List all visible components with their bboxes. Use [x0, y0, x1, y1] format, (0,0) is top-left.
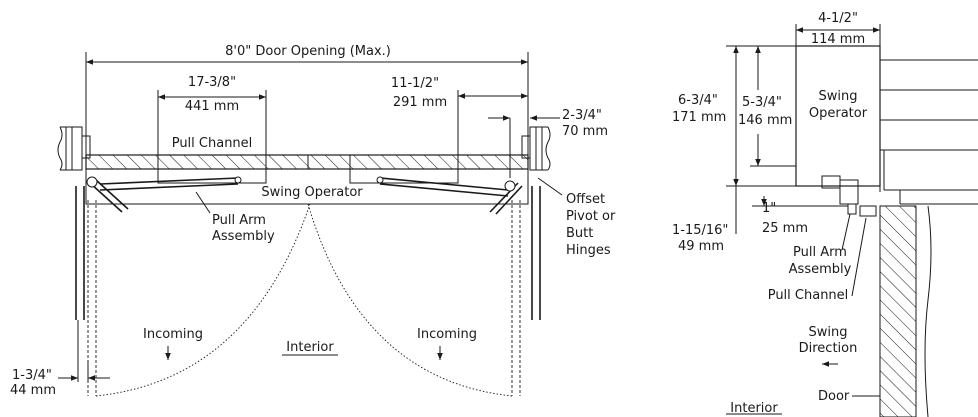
section-total-dim-in: 6-3/4": [678, 93, 718, 108]
door-dim-in: 1-3/4": [12, 368, 52, 383]
section-view: Swing Operator 4-1/2" 114 mm 6-3/4" 17: [672, 11, 978, 417]
section-gap-dim-mm: 25 mm: [762, 221, 808, 236]
door-dim-mm: 44 mm: [10, 383, 56, 398]
left-wall-jamb: [57, 126, 91, 171]
incoming-right-label: Incoming: [417, 327, 477, 342]
right-door-open: [307, 186, 541, 397]
section-total-dim-mm: 171 mm: [672, 110, 726, 125]
pull-arm-label-1: Pull Arm: [212, 213, 266, 228]
section-operator-label-1: Swing: [819, 89, 858, 104]
pivot-dim-in: 2-3/4": [562, 108, 602, 123]
pull-channel-dimension: 17-3/8" 441 mm: [157, 75, 267, 155]
section-width-dimension: 4-1/2" 114 mm: [795, 11, 881, 60]
section-operator-housing: [795, 45, 881, 187]
pivot-dim-mm: 70 mm: [562, 124, 608, 139]
hinge-label-1: Offset: [566, 192, 605, 207]
section-bottom-dim-mm: 49 mm: [678, 239, 724, 254]
swing-direction-label-2: Direction: [799, 341, 858, 356]
pull-channel-dim-in: 17-3/8": [188, 75, 236, 90]
swing-operator-label: Swing Operator: [261, 185, 363, 200]
interior-label: Interior: [286, 340, 334, 355]
section-gap-dimension: 1" 25 mm: [752, 185, 848, 236]
pull-channel: [157, 154, 267, 184]
incoming-left-label: Incoming: [143, 327, 203, 342]
section-total-height-dimension: 6-3/4" 171 mm: [672, 45, 796, 187]
section-width-dim-in: 4-1/2": [818, 11, 858, 26]
door-thickness-dimension: 1-3/4" 44 mm: [10, 320, 110, 398]
section-width-dim-mm: 114 mm: [811, 32, 865, 47]
section-body-dim-in: 5-3/4": [742, 95, 782, 110]
left-pull-arm: [86, 176, 242, 213]
section-body-height-dimension: 5-3/4" 146 mm: [738, 46, 796, 167]
door-opening-label: 8'0" Door Opening (Max.): [225, 44, 391, 59]
hinge-label-3: Butt: [566, 226, 593, 241]
arm-dim-in: 11-1/2": [391, 76, 439, 91]
section-door-label: Door: [818, 389, 850, 404]
section-pull-arm-label-2: Assembly: [789, 262, 852, 277]
pivot-dimension: 2-3/4" 70 mm: [488, 108, 608, 178]
plan-view: 8'0" Door Opening (Max.) 17-3/8" 441 mm …: [10, 44, 616, 398]
section-bottom-dimension: 1-15/16" 49 mm: [672, 186, 737, 254]
section-bottom-dim-in: 1-15/16": [672, 223, 728, 238]
hinge-label-4: Hinges: [566, 243, 611, 258]
section-gap-dim-in: 1": [762, 201, 776, 216]
door-header: [85, 154, 529, 170]
frame-profile: [879, 59, 978, 205]
section-pull-channel-label: Pull Channel: [768, 288, 849, 303]
section-wall: [879, 205, 917, 417]
door-opening-dimension: 8'0" Door Opening (Max.): [85, 44, 529, 155]
section-operator-label-2: Operator: [809, 106, 868, 121]
pull-arm-label-2: Assembly: [212, 229, 275, 244]
right-pull-arm: [376, 176, 523, 215]
swing-operator-body: [85, 168, 529, 205]
section-arm-hardware: [821, 175, 877, 217]
swing-direction-label-1: Swing: [809, 325, 848, 340]
hinge-label-2: Pivot or: [566, 209, 616, 224]
pull-channel-label: Pull Channel: [172, 136, 253, 151]
pull-channel-dim-mm: 441 mm: [185, 99, 239, 114]
section-body-dim-mm: 146 mm: [738, 113, 792, 128]
left-door-open: [75, 186, 311, 397]
section-interior-label: Interior: [730, 401, 778, 416]
pull-channel-right: [349, 154, 459, 184]
arm-dim-mm: 291 mm: [393, 95, 447, 110]
arm-dimension: 11-1/2" 291 mm: [391, 76, 529, 155]
section-pull-arm-label-1: Pull Arm: [793, 245, 847, 260]
